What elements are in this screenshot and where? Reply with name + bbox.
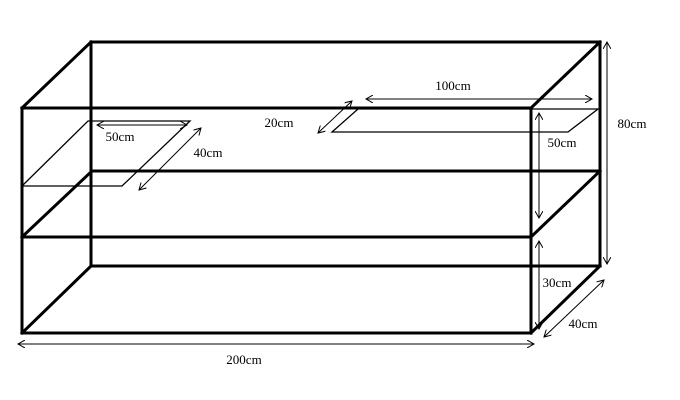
dim-line-depth-bottom: [544, 280, 604, 337]
label-height-lower: 30cm: [543, 275, 572, 290]
box-outline: [19, 39, 603, 336]
label-height-upper: 50cm: [548, 135, 577, 150]
middle-shelf: [19, 168, 603, 240]
box-back-edges: [19, 40, 602, 336]
label-width: 200cm: [226, 352, 261, 367]
label-hole-right-width: 100cm: [435, 78, 470, 93]
dim-line-hole-right-depth: [318, 101, 352, 133]
right-opening: [330, 108, 600, 133]
dimension-lines: [18, 42, 607, 344]
label-height-total: 80cm: [618, 116, 647, 131]
label-hole-right-depth: 20cm: [265, 115, 294, 130]
dim-line-hole-left-depth: [139, 128, 201, 190]
label-hole-left-width: 50cm: [106, 129, 135, 144]
label-hole-left-depth: 40cm: [194, 145, 223, 160]
label-depth-bottom: 40cm: [569, 316, 598, 331]
